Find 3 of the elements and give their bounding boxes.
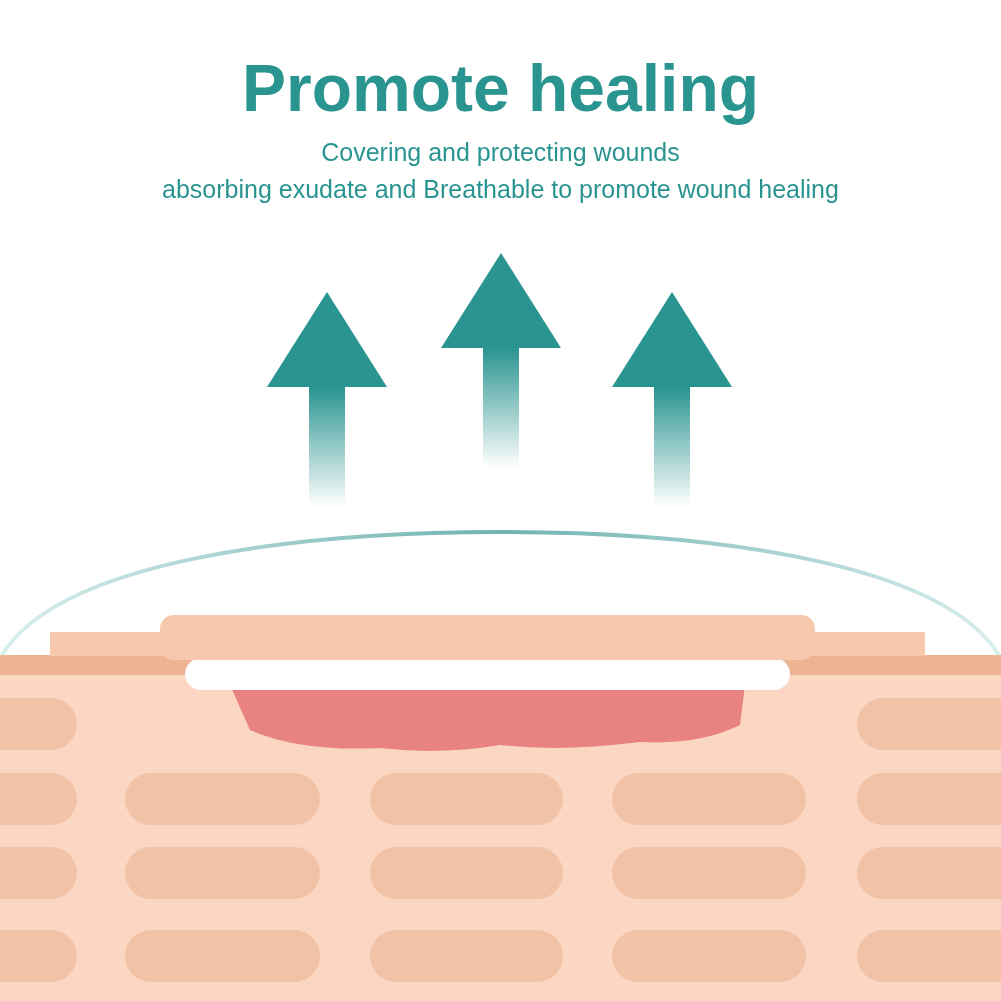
subtitle-line: absorbing exudate and Breathable to promote wound healing <box>161 175 840 204</box>
title: Promote healing <box>240 50 761 126</box>
subtitle-line: Covering and protecting wounds <box>320 138 681 167</box>
